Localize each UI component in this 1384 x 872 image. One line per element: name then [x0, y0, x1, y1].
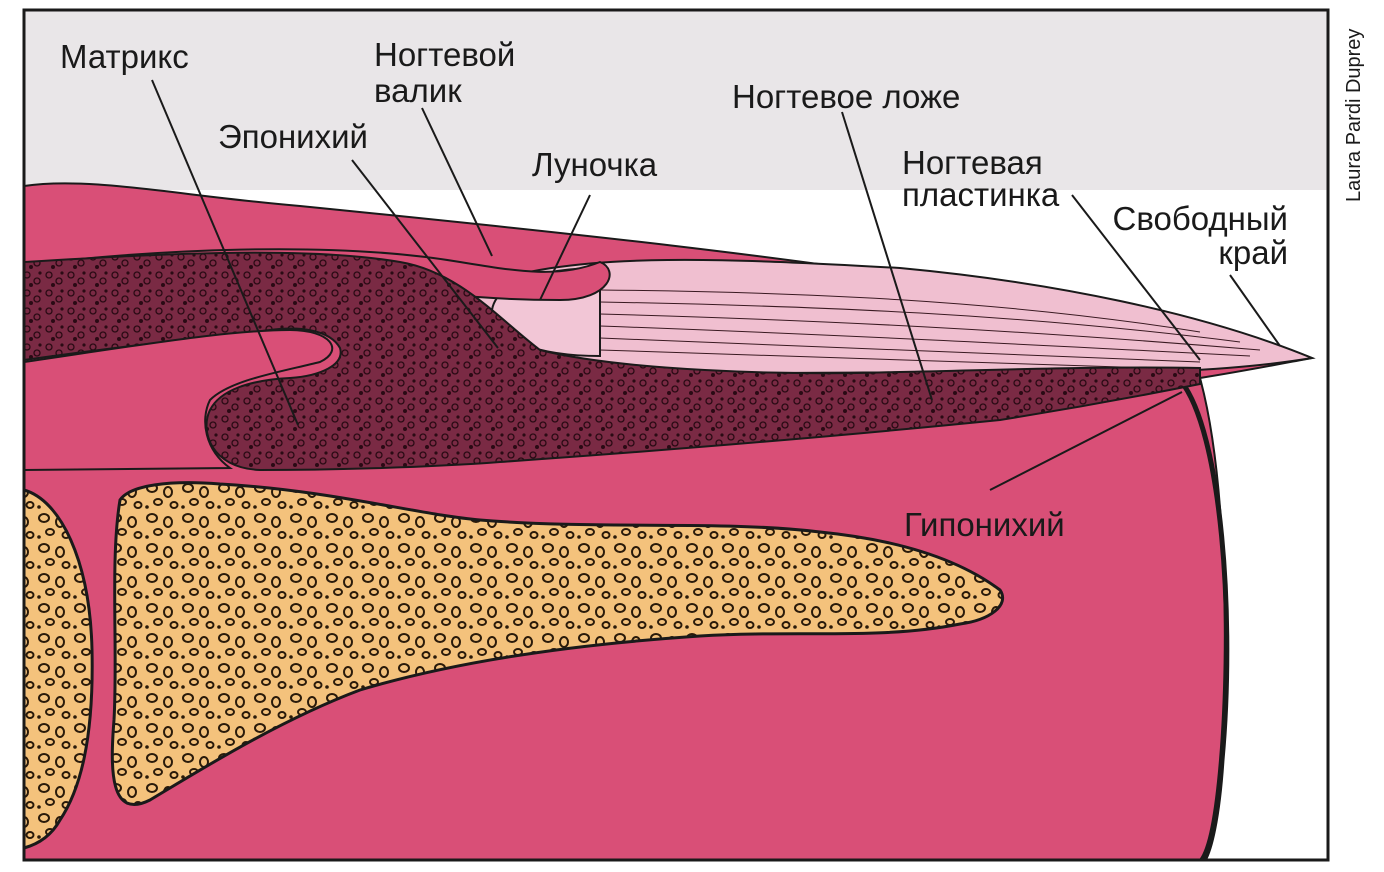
label-free-edge-line1: Свободный [1112, 200, 1288, 237]
leader-lines [151, 79, 1281, 491]
label-nail-bed: Ногтевое ложе [732, 78, 961, 115]
page-background [24, 10, 1328, 190]
credit-text: Laura Pardi Duprey [1343, 29, 1365, 202]
distal-phalanx [110, 481, 1004, 806]
label-matrix: Матрикс [60, 38, 189, 75]
artist-credit: Laura Pardi Duprey [1343, 29, 1365, 202]
label-nail-plate-line1: Ногтевая [902, 144, 1043, 181]
label-eponychium: Эпонихий [218, 118, 368, 155]
leader-lunula [539, 194, 591, 301]
leader-nail-fold [421, 107, 493, 257]
label-nail-fold-line1: Ногтевой [374, 36, 516, 73]
label-lunula: Луночка [532, 146, 658, 183]
frame-border [22, 8, 1330, 862]
label-free-edge-line2: край [1218, 234, 1288, 271]
label-hyponychium: Гипонихий [904, 506, 1065, 543]
leader-nail-plate [1071, 194, 1201, 361]
leader-nail-bed [841, 111, 933, 401]
leader-eponychium [351, 159, 499, 349]
leader-free-edge [1229, 274, 1281, 347]
matrix-tissue [23, 251, 1201, 472]
middle-phalanx [22, 488, 94, 850]
leader-matrix [151, 79, 299, 426]
skin-outline [1178, 378, 1230, 862]
label-nail-fold-line2: валик [374, 72, 462, 109]
leader-hyponychium [989, 391, 1183, 491]
proximal-fold-pocket [23, 328, 334, 472]
label-nail-plate-line2: пластинка [902, 176, 1060, 213]
